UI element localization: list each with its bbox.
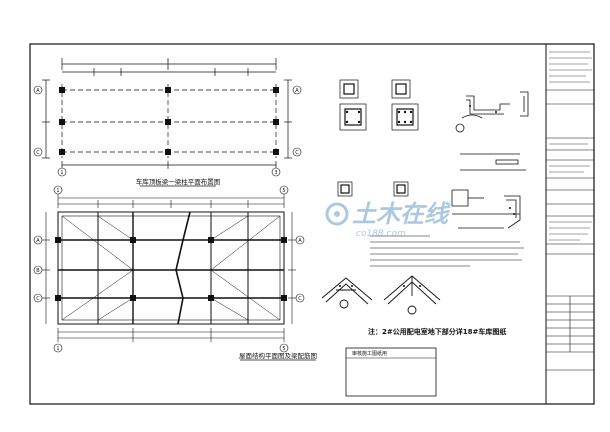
grid-label: C bbox=[36, 296, 40, 302]
grid-bubble bbox=[292, 147, 302, 157]
grid-bubble bbox=[33, 147, 43, 157]
column bbox=[273, 119, 279, 125]
column bbox=[281, 237, 287, 243]
grid-bubble bbox=[33, 235, 43, 245]
plan-1-title: 车库顶板梁一梁柱平面布置图 bbox=[136, 177, 221, 186]
column bbox=[281, 295, 287, 301]
grid-label: C bbox=[298, 296, 302, 302]
watermark-logo-icon bbox=[325, 202, 349, 226]
grid-label: 3 bbox=[274, 170, 277, 176]
grid-label: 1 bbox=[56, 188, 59, 194]
plan-2-columns bbox=[55, 237, 287, 301]
column bbox=[55, 295, 61, 301]
plan-2 bbox=[42, 194, 296, 342]
column bbox=[208, 237, 214, 243]
approval-stamp: 审核施工图纸用 bbox=[345, 347, 437, 397]
eave-details bbox=[451, 91, 529, 229]
grid-label: 5 bbox=[282, 188, 285, 194]
column-section-details bbox=[337, 79, 419, 197]
grid-label: 1 bbox=[60, 170, 63, 176]
grid-bubble bbox=[57, 167, 67, 177]
grid-label: A bbox=[36, 238, 40, 244]
grid-label: A bbox=[36, 88, 40, 94]
column bbox=[165, 149, 171, 155]
column bbox=[130, 295, 136, 301]
title-block bbox=[545, 43, 595, 405]
column bbox=[130, 237, 136, 243]
grid-label: 5 bbox=[282, 346, 285, 352]
column bbox=[59, 87, 65, 93]
column bbox=[59, 149, 65, 155]
grid-label: A bbox=[298, 238, 302, 244]
grid-label: 1 bbox=[56, 346, 59, 352]
column bbox=[208, 295, 214, 301]
grid-bubble bbox=[271, 167, 281, 177]
column bbox=[165, 87, 171, 93]
column bbox=[273, 87, 279, 93]
plan-1-columns bbox=[59, 87, 279, 155]
grid-label: A bbox=[295, 88, 299, 94]
grid-bubble bbox=[33, 293, 43, 303]
plan-2-title: 屋面结构平面图及梁配筋图 bbox=[239, 351, 317, 360]
ridge-details bbox=[321, 275, 441, 315]
grid-bubble bbox=[53, 185, 63, 195]
grid-label: B bbox=[36, 268, 40, 274]
watermark: 土木在线 co188.com bbox=[325, 200, 451, 239]
drawing-note: 注：2#公用配电室地下部分详18#车库图纸 bbox=[368, 327, 506, 336]
sheet-border bbox=[29, 43, 595, 405]
grid-bubble bbox=[295, 235, 305, 245]
grid-bubble bbox=[33, 265, 43, 275]
stamp-label: 审核施工图纸用 bbox=[352, 350, 387, 357]
grid-bubble bbox=[33, 85, 43, 95]
grid-bubble bbox=[279, 343, 289, 353]
grid-bubble bbox=[292, 85, 302, 95]
column bbox=[273, 149, 279, 155]
grid-bubble bbox=[53, 343, 63, 353]
general-notes bbox=[370, 235, 524, 267]
grid-label: C bbox=[295, 150, 299, 156]
column bbox=[165, 119, 171, 125]
column bbox=[59, 119, 65, 125]
watermark-url: co188.com bbox=[356, 229, 406, 239]
watermark-brand: 土木在线 bbox=[352, 200, 451, 228]
grid-bubble bbox=[295, 293, 305, 303]
grid-label: C bbox=[36, 150, 40, 156]
grid-bubble bbox=[279, 185, 289, 195]
column bbox=[55, 237, 61, 243]
